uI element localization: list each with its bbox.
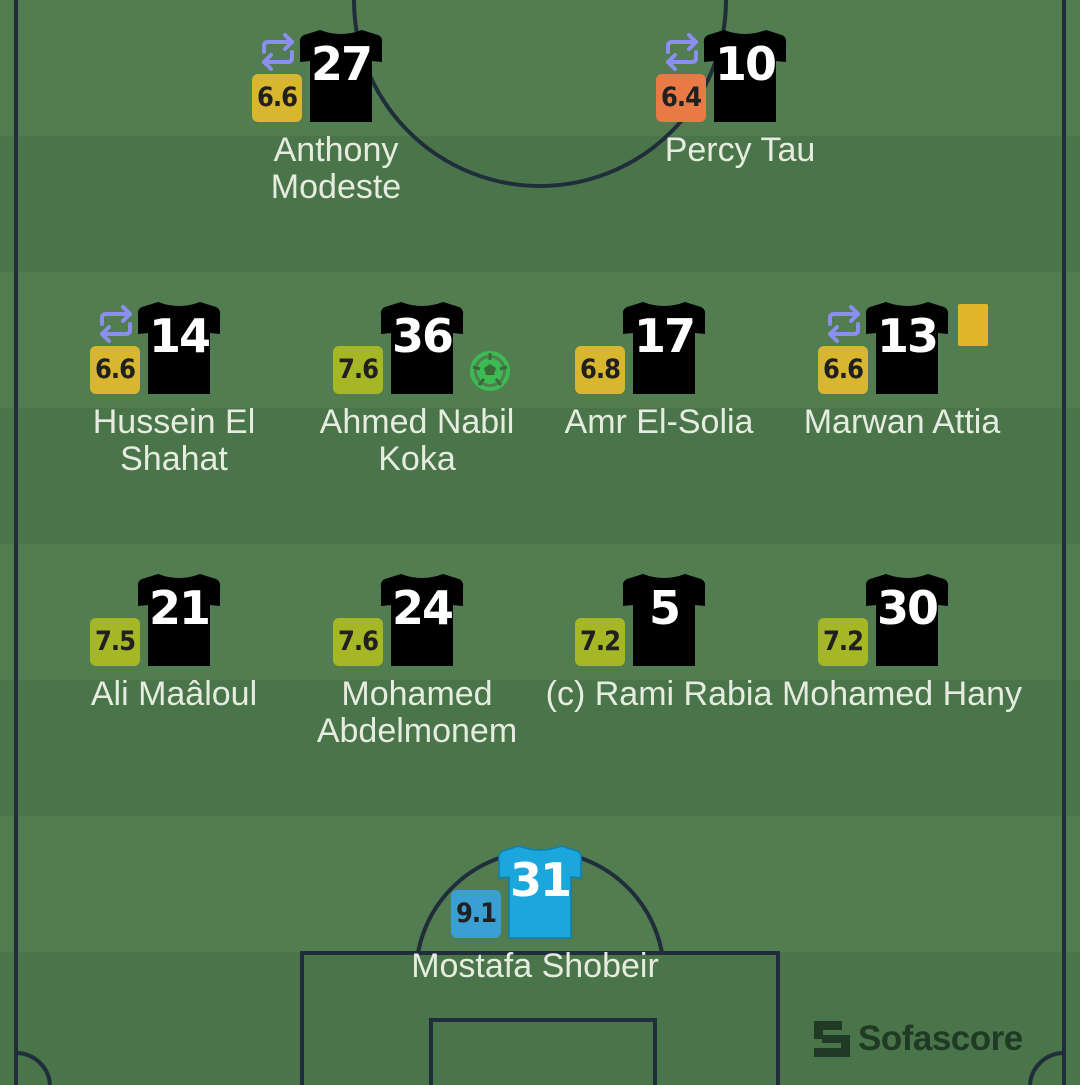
player-name: Mohamed Hany [781, 675, 1022, 713]
rating-badge: 7.6 [333, 618, 383, 666]
player-koka[interactable]: 36 7.6 Ahmed Nabil Koka [287, 300, 547, 500]
rating-badge: 7.6 [333, 346, 383, 394]
substitution-icon [258, 32, 298, 72]
jersey-icon: 31 [497, 844, 583, 940]
jersey-icon: 36 [379, 300, 465, 396]
rating-badge: 6.6 [818, 346, 868, 394]
rating-badge: 7.5 [90, 618, 140, 666]
rating-badge: 7.2 [575, 618, 625, 666]
player-name: Percy Tau [664, 131, 816, 169]
jersey-number: 36 [391, 309, 454, 363]
yellow-card-icon [958, 304, 988, 346]
rating-badge: 6.6 [252, 74, 302, 122]
player-el-solia[interactable]: 17 6.8 Amr El-Solia [529, 300, 789, 500]
rating-badge: 6.6 [90, 346, 140, 394]
sofascore-logo-icon [814, 1021, 850, 1057]
player-abdelmonem[interactable]: 24 7.6 Mohamed Abdelmonem [287, 572, 547, 772]
substitution-icon [824, 304, 864, 344]
substitution-icon [662, 32, 702, 72]
rating-badge: 7.2 [818, 618, 868, 666]
jersey-icon: 17 [621, 300, 707, 396]
jersey-number: 14 [148, 309, 211, 363]
jersey-number: 30 [876, 581, 939, 635]
jersey-number: 13 [876, 309, 939, 363]
substitution-icon [96, 304, 136, 344]
player-modeste[interactable]: 27 6.6 Anthony Modeste [206, 28, 466, 228]
jersey-icon: 5 [621, 572, 707, 668]
player-name: Anthony Modeste [270, 131, 402, 206]
jersey-icon: 10 [702, 28, 788, 124]
player-name: Ali Maâloul [90, 675, 258, 713]
jersey-number: 10 [714, 37, 777, 91]
jersey-icon: 13 [864, 300, 950, 396]
jersey-icon: 24 [379, 572, 465, 668]
sofascore-wordmark: Sofascore [858, 1019, 1023, 1058]
jersey-icon: 27 [298, 28, 384, 124]
player-name: Mostafa Shobeir [411, 947, 659, 985]
rating-badge: 6.8 [575, 346, 625, 394]
jersey-number: 24 [391, 581, 454, 635]
player-shobeir[interactable]: 31 9.1 Mostafa Shobeir [405, 844, 665, 1044]
player-rabia[interactable]: 5 7.2 (c) Rami Rabia [529, 572, 789, 772]
player-name: Mohamed Abdelmonem [316, 675, 518, 750]
player-name: Hussein El Shahat [92, 403, 256, 478]
rating-badge: 6.4 [656, 74, 706, 122]
jersey-number: 27 [310, 37, 373, 91]
player-maaloul[interactable]: 21 7.5 Ali Maâloul [44, 572, 304, 772]
goal-ball-icon [469, 350, 511, 392]
jersey-number: 21 [148, 581, 211, 635]
player-name: Marwan Attia [803, 403, 1001, 441]
sofascore-logo: Sofascore [814, 1018, 1044, 1062]
player-name: (c) Rami Rabia [545, 675, 773, 713]
player-name: Amr El-Solia [564, 403, 754, 441]
player-tau[interactable]: 10 6.4 Percy Tau [610, 28, 870, 228]
rating-badge: 9.1 [451, 890, 501, 938]
player-el-shahat[interactable]: 14 6.6 Hussein El Shahat [44, 300, 304, 500]
jersey-icon: 21 [136, 572, 222, 668]
player-attia[interactable]: 13 6.6 Marwan Attia [772, 300, 1032, 500]
jersey-number: 17 [633, 309, 696, 363]
player-name: Ahmed Nabil Koka [319, 403, 515, 478]
jersey-icon: 14 [136, 300, 222, 396]
jersey-icon: 30 [864, 572, 950, 668]
player-hany[interactable]: 30 7.2 Mohamed Hany [772, 572, 1032, 772]
jersey-number: 5 [648, 581, 681, 635]
jersey-number: 31 [509, 853, 572, 907]
